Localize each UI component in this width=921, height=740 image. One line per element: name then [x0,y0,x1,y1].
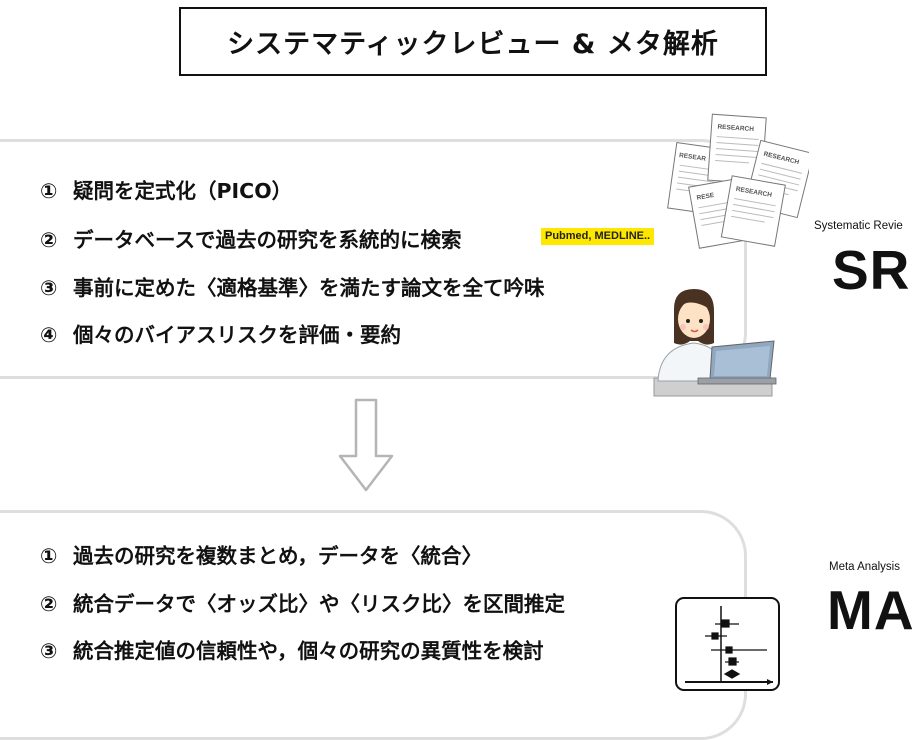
paper-2: RESEARCH [707,113,767,185]
person-icon [657,289,725,382]
sr-step-2: ② データベースで過去の研究を系統的に検索 [40,223,461,253]
title-box: システマティックレビュー & メタ解析 [179,7,767,76]
paper-title: RESE [696,192,715,202]
sr-abbreviation: SR [832,239,911,301]
systematic-review-label: Systematic Revie [814,220,903,232]
step-number: ③ [40,639,58,663]
step-number: ④ [40,323,58,347]
step-number: ① [40,544,58,568]
ma-step-3: ③ 統合推定値の信頼性や，個々の研究の異質性を検討 [40,634,544,664]
laptop-icon [697,340,777,385]
ma-abbreviation: MA [827,579,915,641]
step-number: ③ [40,276,58,300]
step-text: 統合推定値の信頼性や，個々の研究の異質性を検討 [73,639,544,663]
paper-title: RESEAR [679,152,707,163]
meta-analysis-label: Meta Analysis [829,561,900,573]
scientist-laptop-illustration [653,289,777,397]
step-text: 個々のバイアスリスクを評価・要約 [73,323,401,347]
systematic-review-panel [0,139,747,379]
step-number: ② [40,228,58,252]
paper-5: RESEARCH [720,175,786,247]
step-text: 疑問を定式化（PICO） [73,179,293,203]
ma-step-2: ② 統合データで〈オッズ比〉や〈リスク比〉を区間推定 [40,587,565,617]
step-text: 統合データで〈オッズ比〉や〈リスク比〉を区間推定 [73,592,565,616]
down-arrow-icon [338,398,394,492]
database-tag: Pubmed, MEDLINE.. [541,228,655,245]
forest-plot-illustration [675,597,780,691]
step-number: ① [40,179,58,203]
page-title: システマティックレビュー & メタ解析 [227,29,719,60]
paper-title: RESEARCH [717,124,754,134]
step-text: データベースで過去の研究を系統的に検索 [73,228,462,252]
ma-step-1: ① 過去の研究を複数まとめ，データを〈統合〉 [40,539,482,569]
sr-step-1: ① 疑問を定式化（PICO） [40,174,292,204]
sr-step-3: ③ 事前に定めた〈適格基準〉を満たす論文を全て吟味 [40,271,545,301]
step-text: 事前に定めた〈適格基準〉を満たす論文を全て吟味 [73,276,545,300]
research-papers-illustration: RESEAR RESEARCH RESEARCH RESE RESEARCH [667,113,809,249]
step-text: 過去の研究を複数まとめ，データを〈統合〉 [73,544,482,568]
step-number: ② [40,592,58,616]
sr-step-4: ④ 個々のバイアスリスクを評価・要約 [40,318,401,348]
forest-plot-rows [705,619,767,679]
